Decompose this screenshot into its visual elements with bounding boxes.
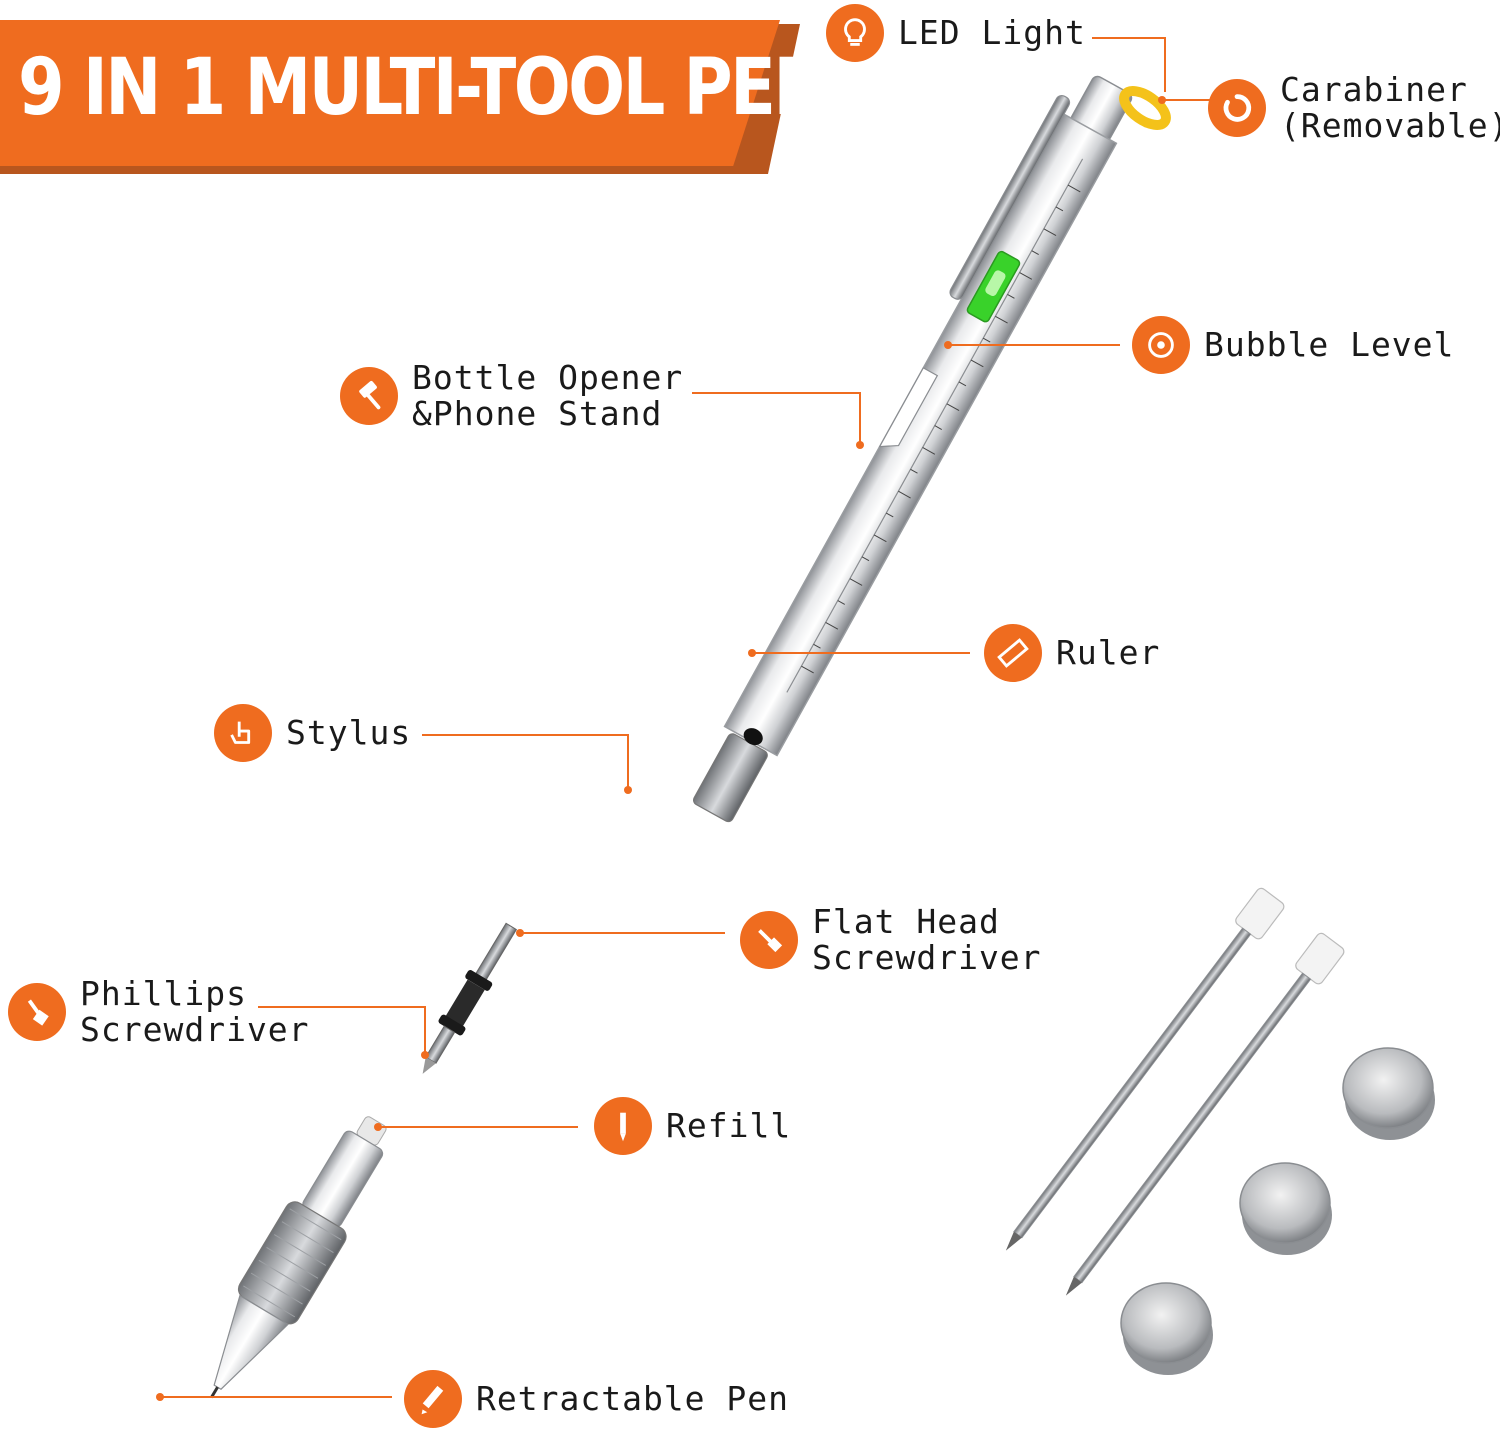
ruler-label: Ruler (1056, 633, 1161, 672)
phillips-label-line1: Phillips (80, 974, 247, 1013)
callout-bottle-opener: Bottle Opener &Phone Stand (340, 360, 683, 432)
pen-body (692, 75, 1133, 823)
bottle-opener-notch (878, 367, 939, 448)
carabiner-label-line1: Carabiner (1280, 70, 1468, 109)
flat-head-label-line2: Screwdriver (812, 938, 1042, 977)
retractable-pen-part (210, 1116, 387, 1399)
screwdriver-bit (422, 922, 518, 1074)
lightbulb-icon (826, 4, 884, 62)
callout-bubble-level: Bubble Level (1132, 316, 1454, 374)
refill-cartridge-2 (1065, 932, 1345, 1296)
callout-refill: Refill (594, 1097, 791, 1155)
pencil-icon (404, 1370, 462, 1428)
refill-label: Refill (666, 1106, 792, 1145)
callout-carabiner: Carabiner (Removable) (1208, 72, 1500, 144)
title-banner (0, 20, 780, 166)
touch-hand-icon (214, 704, 272, 762)
hammer-icon (340, 367, 398, 425)
callout-led-light: LED Light (826, 4, 1086, 62)
bottle-opener-label-line1: Bottle Opener (412, 358, 684, 397)
stylus-label: Stylus (286, 713, 412, 752)
battery-2 (1239, 1162, 1332, 1255)
leader-lines (160, 37, 1212, 1398)
phillips-screwdriver-icon (8, 983, 66, 1041)
callout-stylus: Stylus (214, 704, 411, 762)
led-light-label: LED Light (898, 13, 1086, 52)
phillips-label-line2: Screwdriver (80, 1010, 310, 1049)
bottle-opener-label-line2: &Phone Stand (412, 394, 663, 433)
pen-clip (949, 94, 1071, 300)
retractable-pen-label: Retractable Pen (476, 1379, 790, 1418)
carabiner-ring (1119, 86, 1171, 130)
callout-phillips: Phillips Screwdriver (8, 976, 310, 1048)
callout-flat-head: Flat Head Screwdriver (740, 904, 1042, 976)
refill-icon (594, 1097, 652, 1155)
leader-dots (156, 96, 1166, 1401)
flat-head-label-line1: Flat Head (812, 902, 1000, 941)
carabiner-label-line2: (Removable) (1280, 106, 1500, 145)
level-icon (1132, 316, 1190, 374)
stylus-tip (692, 733, 768, 823)
screwdriver-icon (740, 911, 798, 969)
refill-cartridge-1 (1005, 887, 1285, 1251)
carabiner-icon (1208, 79, 1266, 137)
bubble-level-label: Bubble Level (1204, 325, 1455, 364)
ruler-ticks (801, 184, 1081, 674)
callout-ruler: Ruler (984, 624, 1160, 682)
battery-1 (1342, 1047, 1435, 1140)
battery-3 (1120, 1282, 1213, 1375)
callout-retractable-pen: Retractable Pen (404, 1370, 789, 1428)
ruler-icon (984, 624, 1042, 682)
